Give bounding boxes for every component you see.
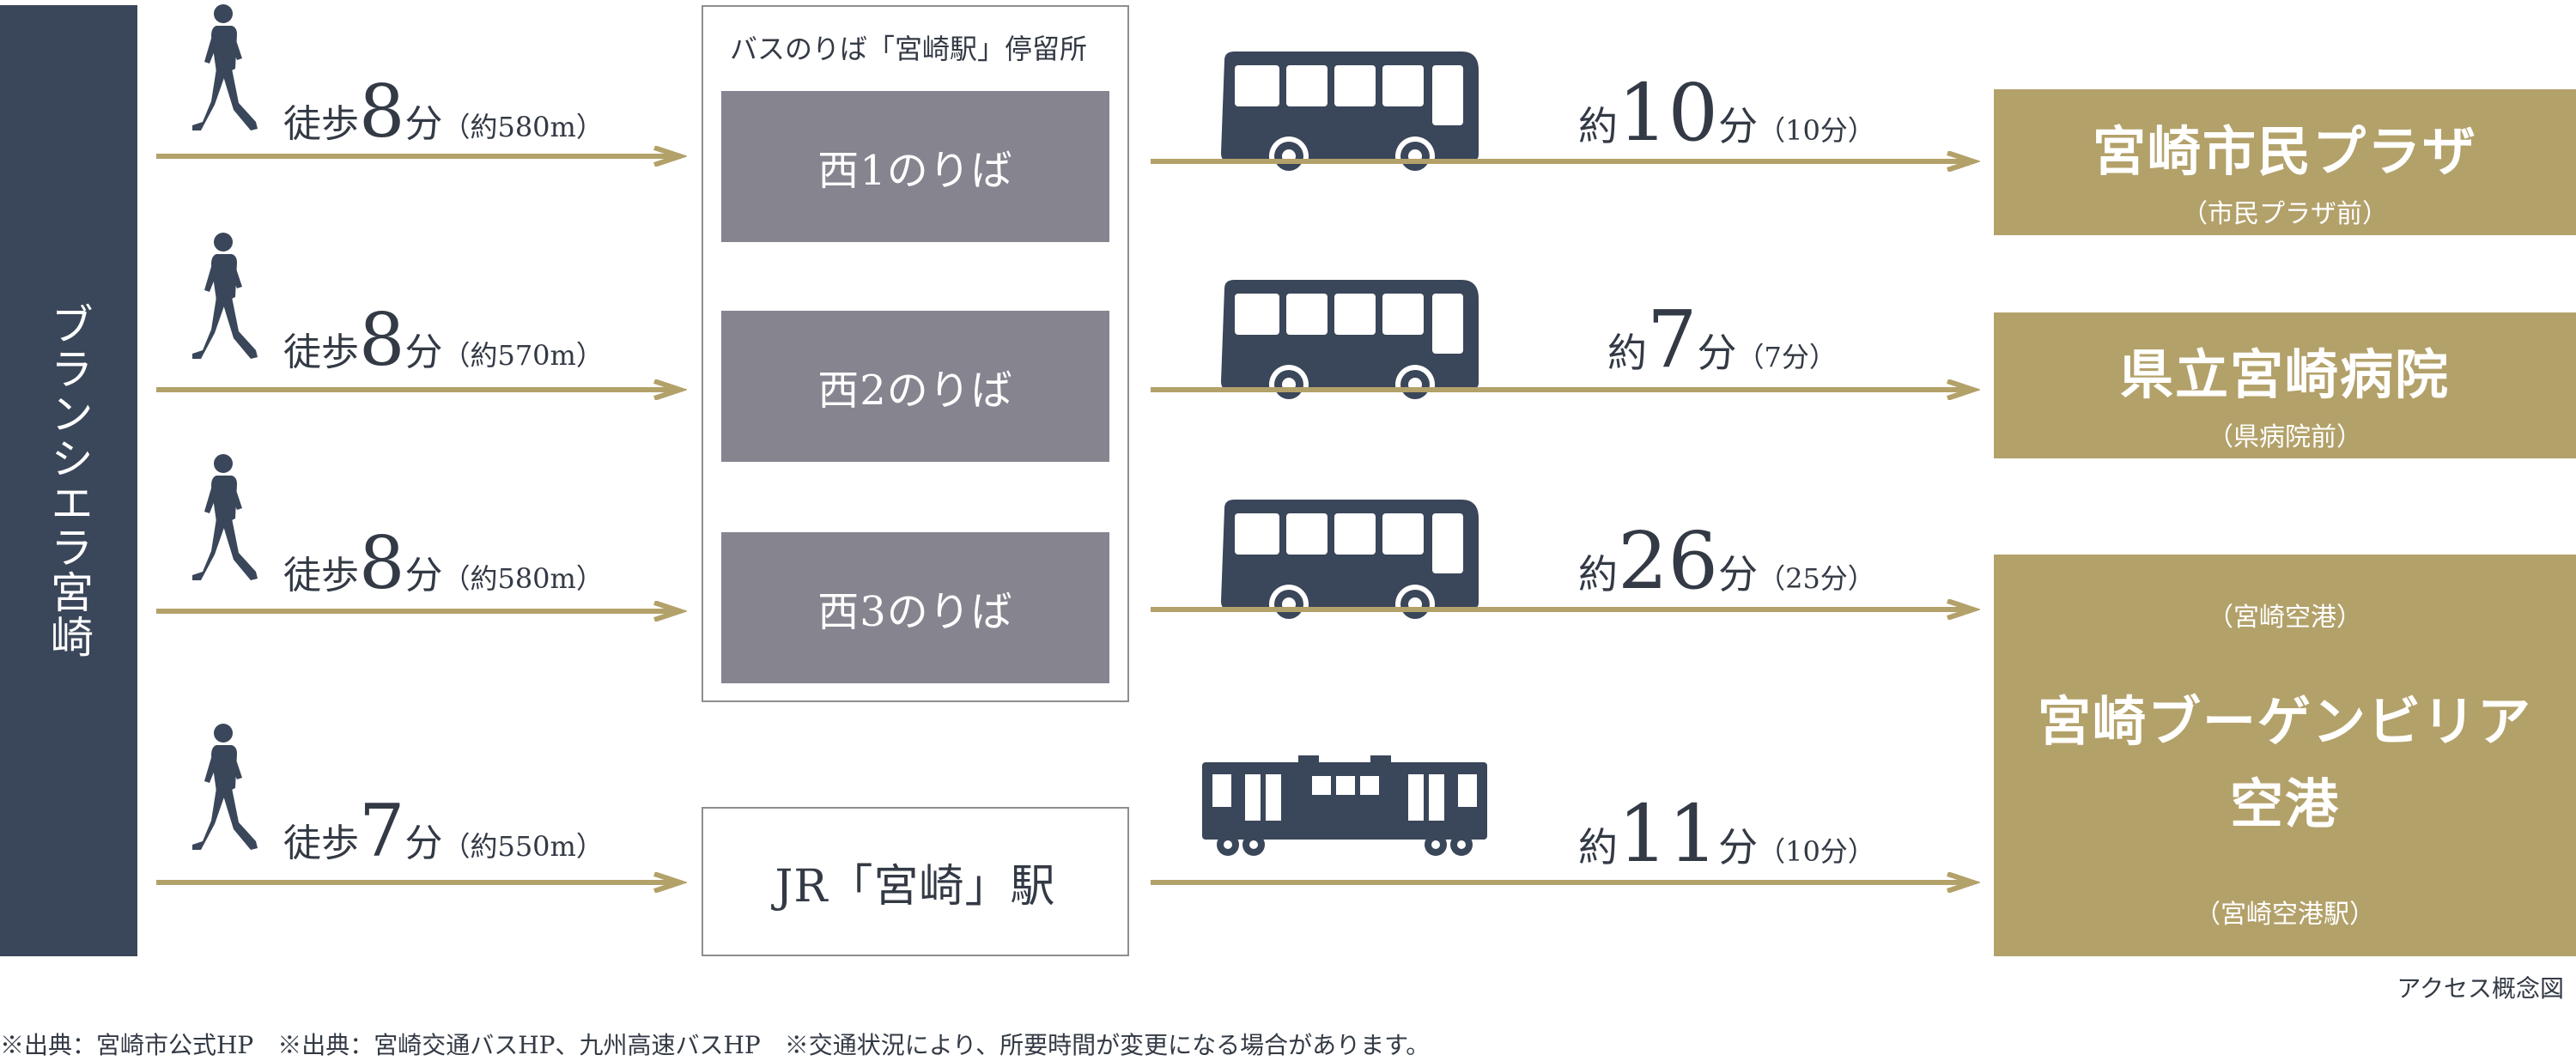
platform-west-2: 西2のりば [721, 311, 1109, 462]
walk-time-2: 徒歩8分（約570m） [283, 298, 604, 382]
walker-icon [179, 452, 264, 589]
destination-name: 宮崎市民プラザ [2092, 120, 2477, 183]
ride-arrow-4 [1151, 872, 1980, 893]
ride-time-2: 約7分（7分） [1607, 294, 1837, 385]
destination-name-line2: 空港 [2229, 773, 2340, 835]
walk-time-1: 徒歩8分（約580m） [283, 70, 604, 154]
bus-stop-box [702, 5, 1129, 702]
train-icon [1199, 755, 1491, 858]
destination-stop-bottom: （宮崎空港駅） [2195, 900, 2375, 930]
bus-stop-title: バスのりば「宮崎駅」停留所 [730, 33, 1088, 65]
platform-west-3: 西3のりば [721, 532, 1109, 683]
walk-time-4: 徒歩7分（約550m） [283, 789, 604, 873]
jr-miyazaki-station: JR「宮崎」駅 [702, 807, 1129, 956]
footnote: ※出典：宮崎市公式HP ※出典：宮崎交通バスHP、九州高速バスHP ※交通状況に… [0, 1031, 1431, 1059]
ride-arrow-1 [1151, 151, 1980, 172]
origin-bar: ブランシエラ宮崎 [0, 5, 137, 956]
walk-arrow-2 [156, 379, 687, 400]
walker-icon [179, 230, 264, 367]
diagram-caption: アクセス概念図 [2397, 974, 2564, 1003]
walk-arrow-3 [156, 601, 687, 621]
ride-time-4: 約11分（10分） [1578, 788, 1875, 880]
ride-time-3: 約26分（25分） [1578, 515, 1875, 607]
origin-name: ブランシエラ宮崎 [44, 302, 94, 659]
walker-icon [179, 2, 264, 139]
destination-name-line1: 宮崎ブーゲンビリア [2037, 690, 2532, 753]
walk-time-3: 徒歩8分（約580m） [283, 521, 604, 605]
destination-civic-plaza: 宮崎市民プラザ （市民プラザ前） [1994, 89, 2576, 235]
destination-stop-top: （宮崎空港） [2208, 603, 2362, 633]
destination-prefectural-hospital: 県立宮崎病院 （県病院前） [1994, 312, 2576, 458]
walk-arrow-1 [156, 146, 687, 167]
ride-arrow-3 [1151, 599, 1980, 620]
destination-airport: （宮崎空港） 宮崎ブーゲンビリア 空港 （宮崎空港駅） [1994, 555, 2576, 956]
walker-icon [179, 721, 264, 858]
ride-arrow-2 [1151, 379, 1980, 400]
destination-stop: （県病院前） [2208, 422, 2362, 452]
destination-name: 県立宮崎病院 [2119, 343, 2450, 406]
walk-arrow-4 [156, 872, 687, 893]
ride-time-1: 約10分（10分） [1578, 67, 1875, 159]
destination-stop: （市民プラザ前） [2182, 199, 2388, 229]
platform-west-1: 西1のりば [721, 91, 1109, 242]
